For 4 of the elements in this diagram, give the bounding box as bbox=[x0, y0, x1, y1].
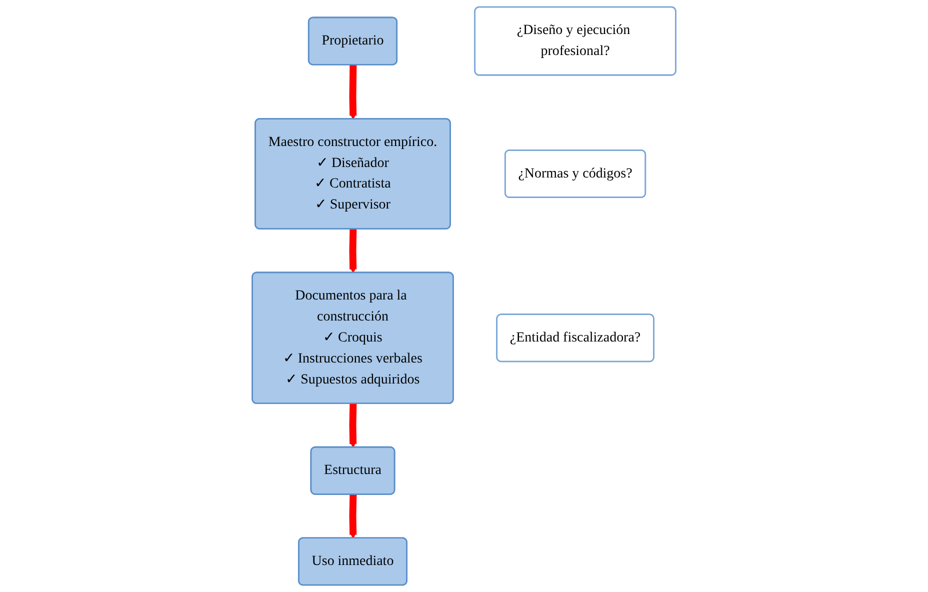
arrow bbox=[349, 494, 357, 539]
arrow bbox=[349, 404, 357, 448]
arrow bbox=[349, 229, 357, 274]
arrow bbox=[349, 65, 357, 120]
